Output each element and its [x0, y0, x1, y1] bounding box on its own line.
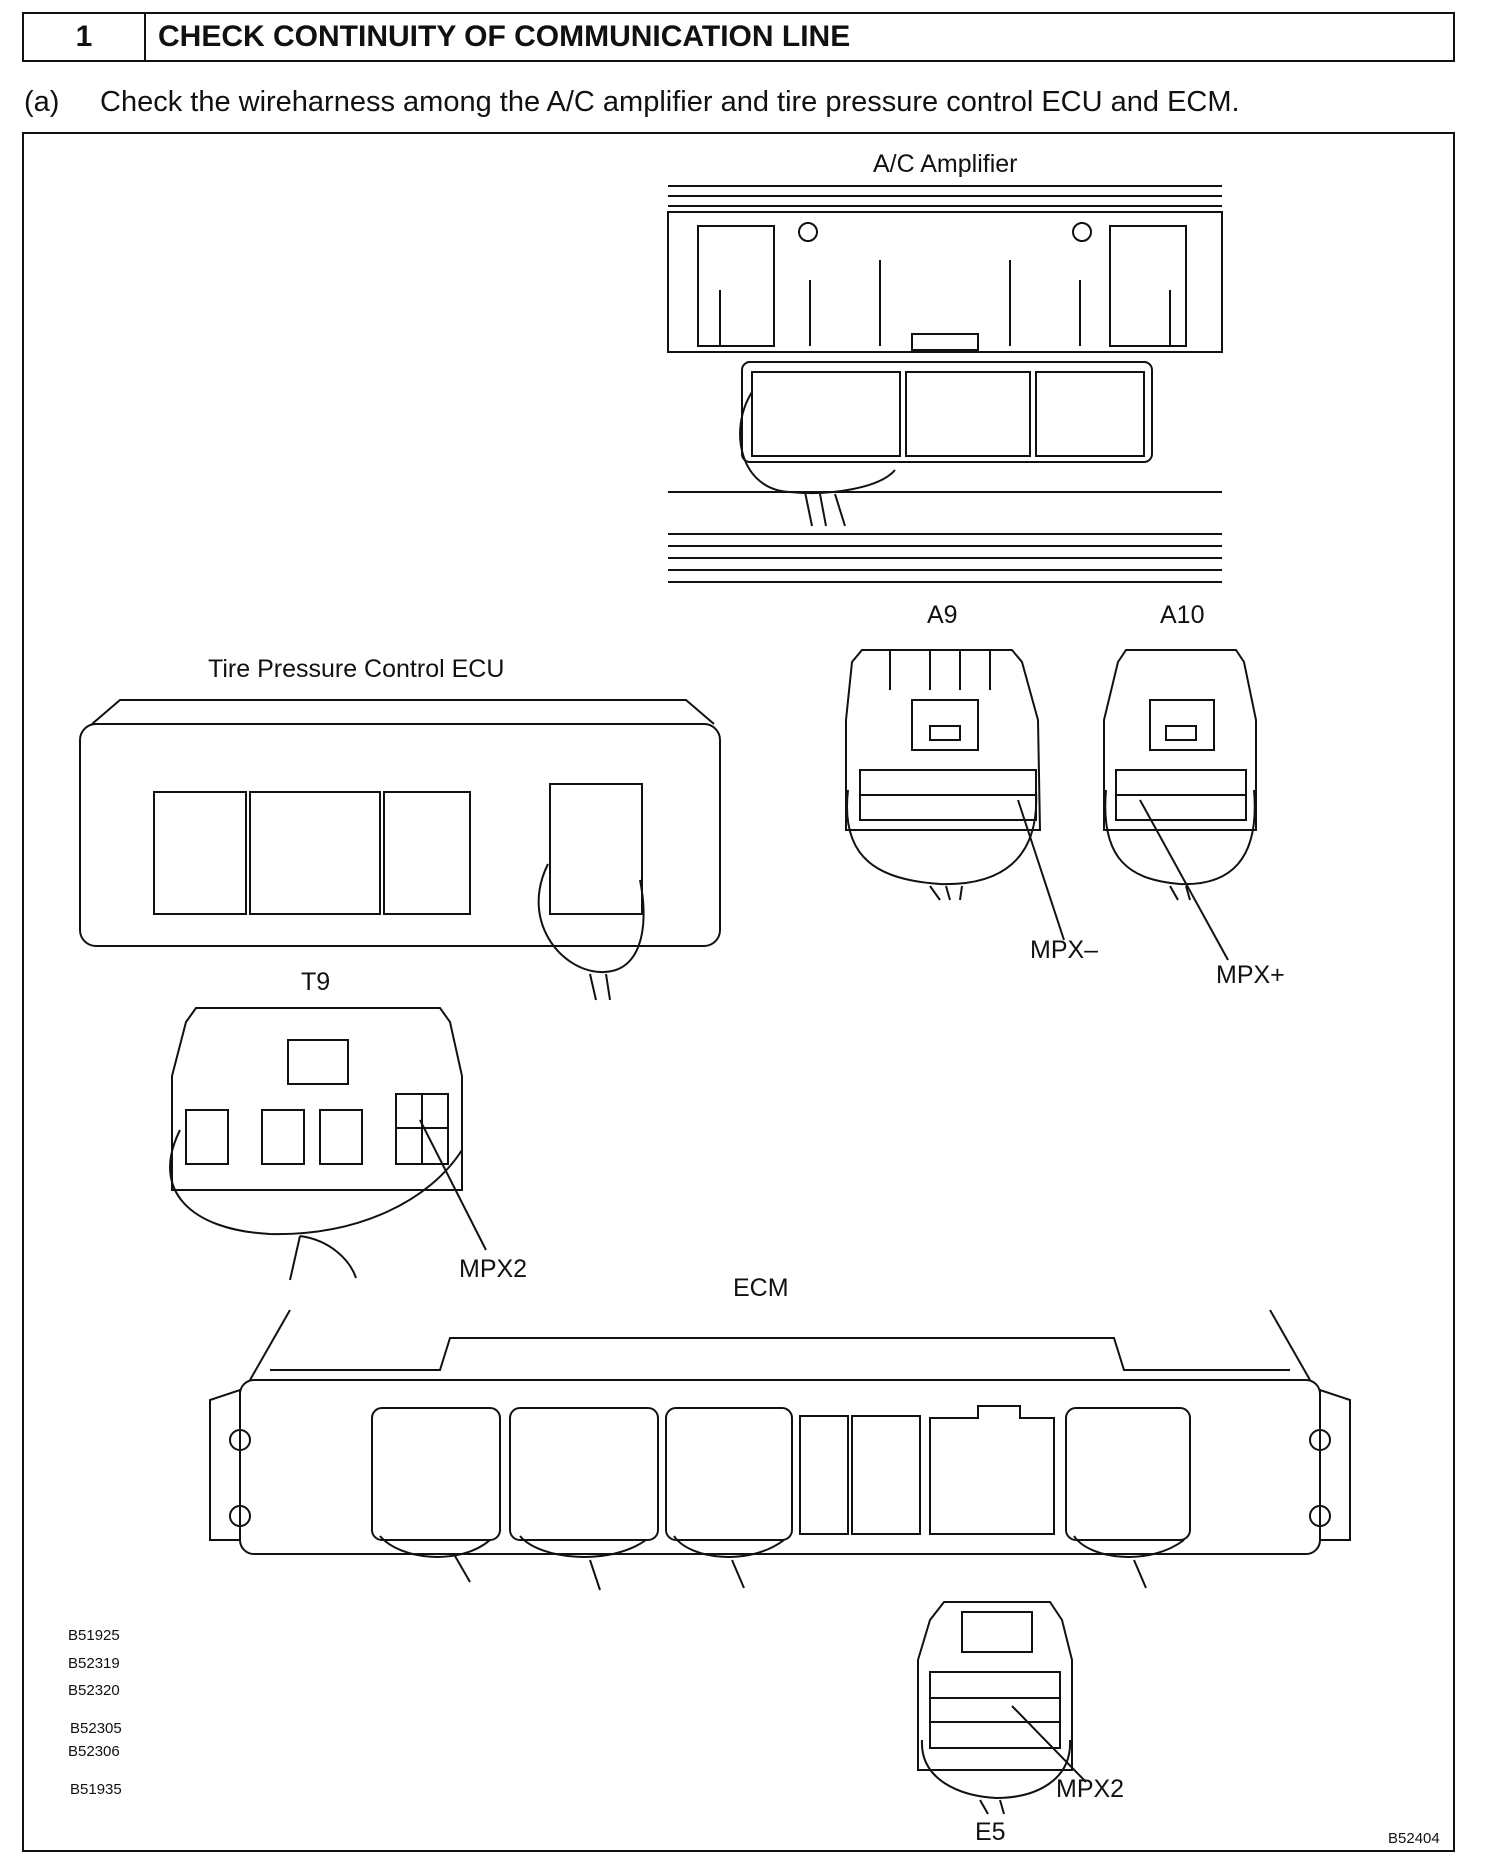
step-title: CHECK CONTINUITY OF COMMUNICATION LINE — [158, 20, 851, 53]
reference-code: B52319 — [68, 1655, 120, 1672]
connector-a10-label: A10 — [1160, 601, 1205, 629]
connector-e5-label: E5 — [975, 1818, 1006, 1846]
instruction-label: (a) — [24, 86, 60, 118]
instruction: (a) Check the wireharness among the A/C … — [24, 86, 1240, 119]
reference-code: B52305 — [70, 1720, 122, 1737]
ecm-drawing — [209, 1309, 1351, 1591]
step-header: 1 CHECK CONTINUITY OF COMMUNICATION LINE — [22, 12, 1455, 62]
terminal-e5-mpx2-label: MPX2 — [1056, 1775, 1125, 1803]
instruction-text: Check the wireharness among the A/C ampl… — [100, 86, 1240, 118]
reference-code: B51935 — [70, 1781, 122, 1798]
ecm-label: ECM — [733, 1274, 789, 1302]
a10-connector-drawing — [1103, 649, 1257, 961]
figure-id: B52404 — [1388, 1830, 1440, 1847]
connector-a9-label: A9 — [927, 601, 958, 629]
step-number: 1 — [24, 14, 146, 60]
e5-connector-drawing — [917, 1601, 1087, 1815]
reference-code: B52306 — [68, 1743, 120, 1760]
connector-t9-label: T9 — [301, 968, 331, 996]
ac-amplifier-label: A/C Amplifier — [873, 150, 1018, 178]
reference-code: B52320 — [68, 1682, 120, 1699]
ac-amplifier-drawing — [667, 185, 1223, 583]
t9-connector-drawing — [169, 1007, 487, 1281]
reference-code: B51925 — [68, 1627, 120, 1644]
tire-pressure-ecu-drawing — [79, 699, 721, 1001]
terminal-t9-mpx2-label: MPX2 — [459, 1255, 528, 1283]
diagram-frame — [22, 132, 1455, 1852]
tire-pressure-ecu-label: Tire Pressure Control ECU — [208, 655, 505, 683]
terminal-mpx-minus-label: MPX– — [1030, 936, 1099, 964]
terminal-mpx-plus-label: MPX+ — [1216, 961, 1285, 989]
a9-connector-drawing — [845, 649, 1065, 941]
